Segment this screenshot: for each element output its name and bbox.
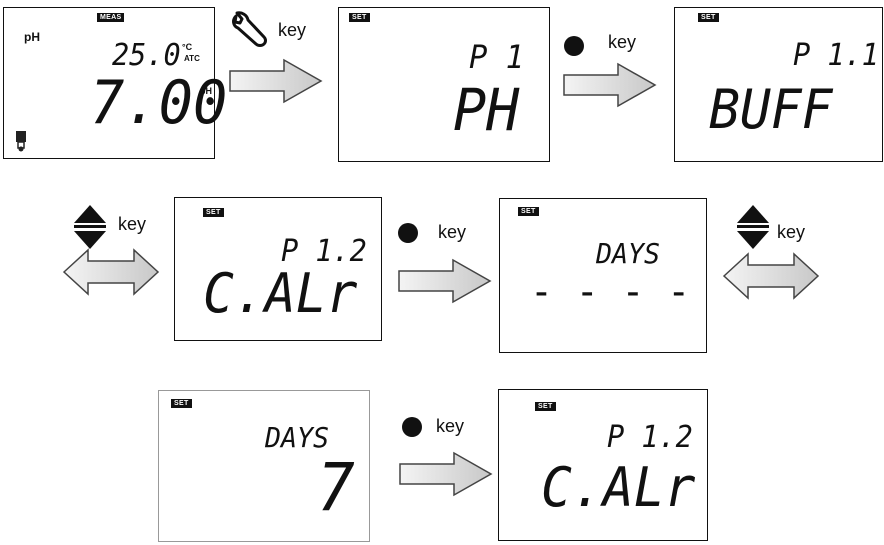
set-badge: SET: [535, 402, 556, 411]
key-label-2: key: [608, 32, 637, 52]
up-down-key-icon: [737, 205, 769, 249]
key-label-4: key: [438, 222, 467, 242]
up-down-key-icon: [74, 205, 106, 249]
double-arrow-icon: [62, 248, 160, 296]
parameter-value: C.ALr: [541, 456, 696, 519]
enter-button-icon: [402, 417, 422, 437]
set-badge: SET: [349, 13, 370, 22]
days-value: 7: [317, 449, 355, 526]
lcd-screen-p1: SET P 1 PH: [338, 7, 550, 162]
parameter-value: BUFF: [709, 78, 833, 141]
double-arrow-icon: [722, 252, 820, 300]
temperature-unit: °C: [182, 42, 193, 52]
lcd-screen-days-7: SET DAYS 7: [158, 390, 370, 542]
days-label: DAYS: [265, 421, 330, 454]
set-badge: SET: [698, 13, 719, 22]
right-arrow-icon: [399, 451, 493, 497]
parameter-value: C.ALr: [203, 262, 358, 325]
meas-badge: MEAS: [97, 13, 125, 22]
set-badge: SET: [171, 399, 192, 408]
lcd-screen-days-blank: SET DAYS - - - -: [499, 198, 707, 353]
parameter-value: PH: [453, 76, 520, 144]
ph-reading-unit: pH: [200, 86, 212, 96]
atc-label: ATC: [184, 54, 200, 63]
key-label-1: key: [278, 20, 307, 40]
days-label: DAYS: [596, 237, 661, 270]
parameter-code: P 1.2: [281, 234, 367, 269]
lcd-screen-p11: SET P 1.1 BUFF: [674, 7, 883, 162]
key-label-3: key: [118, 214, 147, 234]
enter-button-icon: [564, 36, 584, 56]
ph-reading: 7.00: [90, 68, 228, 138]
lcd-screen-p12-return: SET P 1.2 C.ALr: [498, 389, 708, 541]
key-label-6: key: [436, 416, 465, 436]
set-badge: SET: [518, 207, 539, 216]
electrode-icon: [16, 131, 26, 152]
key-label-5: key: [777, 222, 806, 242]
lcd-screen-p12: SET P 1.2 C.ALr: [174, 197, 382, 341]
right-arrow-icon: [398, 258, 492, 304]
parameter-code: P 1: [469, 38, 524, 76]
temperature-reading: 25.0: [112, 38, 181, 73]
wrench-icon: [232, 11, 267, 47]
parameter-code: P 1.2: [607, 420, 693, 455]
right-arrow-icon: [229, 58, 323, 104]
days-value: - - - -: [530, 269, 691, 315]
enter-button-icon: [398, 223, 418, 243]
set-badge: SET: [203, 208, 224, 217]
lcd-screen-meas: MEAS pH 25.0 °C ATC 7.00 pH: [3, 7, 227, 159]
right-arrow-icon: [563, 62, 657, 108]
ph-mode-label: pH: [24, 30, 40, 44]
parameter-code: P 1.1: [793, 38, 879, 73]
